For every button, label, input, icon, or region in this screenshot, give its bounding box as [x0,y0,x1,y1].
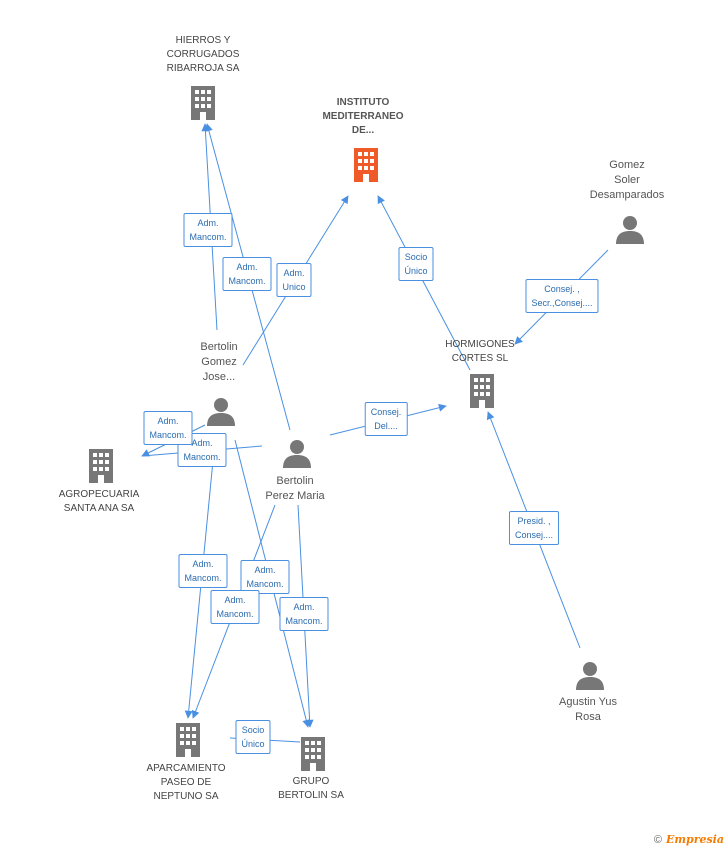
edge-label[interactable]: Presid. ,Consej.... [508,511,560,545]
edge-label[interactable]: Adm.Unico [276,263,312,297]
building-icon[interactable] [298,735,328,771]
edge-label[interactable]: Adm.Mancom. [210,590,260,624]
edge-label[interactable]: Consej. ,Secr.,Consej.... [525,279,599,313]
building-icon[interactable] [86,447,116,483]
building-icon[interactable] [188,84,218,120]
node-label-aparcamiento: APARCAMIENTO PASEO DE NEPTUNO SA [146,763,226,802]
person-icon[interactable] [206,396,236,426]
building-icon[interactable] [467,372,497,408]
edge-label[interactable]: Adm.Mancom. [240,560,290,594]
focus-building-icon[interactable] [351,146,381,182]
brand-logo: Empresia [665,833,724,846]
edge-label[interactable]: Adm.Mancom. [183,213,233,247]
node-label-grupo: GRUPO BERTOLIN SA [278,776,344,801]
person-icon[interactable] [282,438,312,468]
node-label-hierros: HIERROS Y CORRUGADOS RIBARROJA SA [166,35,240,74]
node-label-instituto: INSTITUTO MEDITERRANEO DE... [322,97,404,136]
node-label-agropecuaria: AGROPECUARIA SANTA ANA SA [58,489,140,514]
building-icon[interactable] [173,721,203,757]
node-label-gomez: Gomez Soler Desamparados [589,159,665,201]
edge-label[interactable]: Adm.Mancom. [279,597,329,631]
edge-hormigones-to-instituto [377,195,471,371]
footer-brand[interactable]: © Empresia [654,833,724,846]
edge-label[interactable]: Adm.Mancom. [222,257,272,291]
edge-label[interactable]: Adm.Mancom. [178,554,228,588]
edge-label[interactable]: Consej.Del.... [364,402,408,436]
node-label-bertolin-gomez: Bertolin Gomez Jose... [200,341,238,383]
person-icon[interactable] [575,660,605,690]
copyright-icon: © [653,833,662,846]
node-label-hormigones: HORMIGONES CORTES SL [445,339,515,364]
node-label-bertolin-perez: Bertolin Perez Maria [265,475,325,502]
node-label-agustin: Agustin Yus Rosa [559,696,617,723]
edge-label[interactable]: Adm.Mancom. [143,411,193,445]
person-icon[interactable] [615,214,645,244]
